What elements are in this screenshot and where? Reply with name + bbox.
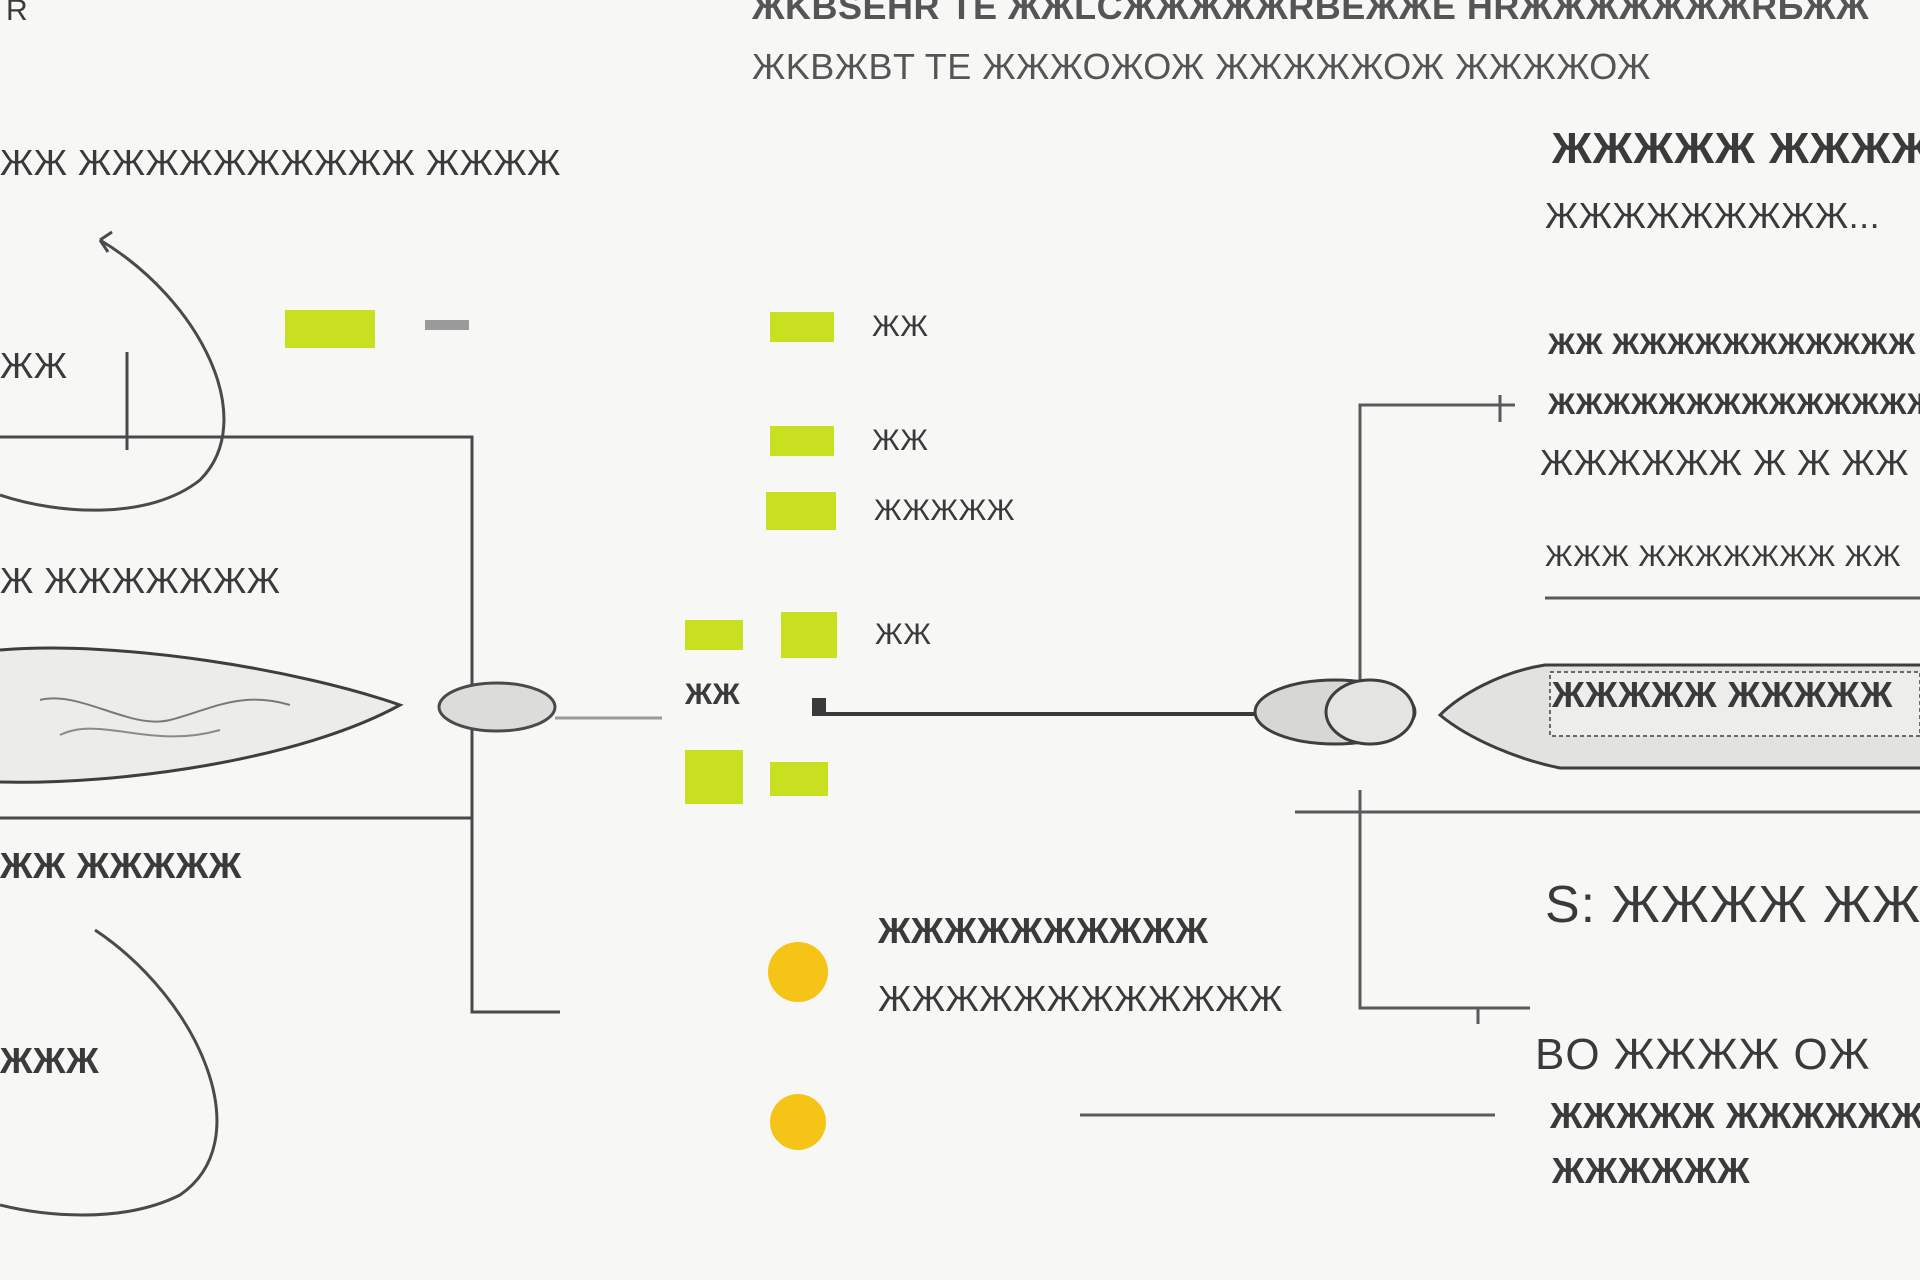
loop-top-arrow	[98, 230, 113, 253]
legend-label: ЖЖЖЖЖ	[874, 494, 1016, 527]
dot-subtitle: ЖЖЖЖЖЖЖЖЖЖЖЖ	[878, 978, 1283, 1019]
legend-item	[285, 310, 375, 348]
right-tag-label: ЖЖЖЖЖ ЖЖЖЖЖ	[1552, 674, 1893, 715]
dot-title: ЖЖЖЖЖЖЖЖЖЖ	[878, 910, 1209, 951]
legend-swatch	[770, 312, 834, 342]
right-branch-upper	[1358, 403, 1515, 690]
legend-item: ЖЖ	[685, 612, 931, 658]
dot-marker-small	[770, 1094, 826, 1150]
right-subtitle: ЖЖЖЖЖЖЖЖЖ...	[1545, 195, 1881, 236]
legend-item: ЖЖ	[770, 424, 928, 458]
right-bottom-title: BO ЖЖЖЖ OЖ	[1535, 1030, 1871, 1079]
legend-swatch	[685, 620, 743, 650]
right-bottom-line-2: ЖЖЖЖЖЖ	[1552, 1150, 1751, 1191]
loop-top-curve	[0, 238, 226, 512]
right-node-ellipse	[1253, 678, 1417, 746]
legend-swatch	[766, 492, 836, 530]
right-big-label: S: ЖЖЖЖ ЖЖ	[1545, 876, 1920, 934]
corner-label: R	[6, 0, 29, 27]
right-bottom-line-1: ЖЖЖЖЖ ЖЖЖЖЖЖЖ	[1550, 1095, 1920, 1136]
right-tag-inner	[1549, 671, 1920, 737]
legend-swatch	[770, 426, 834, 456]
left-lens-shape	[0, 646, 404, 784]
left-bottom-label: ЖЖ ЖЖЖЖЖ	[0, 845, 242, 886]
right-line-d: ЖЖЖ ЖЖЖЖЖЖЖ ЖЖ	[1545, 540, 1902, 573]
legend-label: ЖЖ	[872, 310, 929, 343]
center-label: ЖЖ	[685, 678, 741, 711]
legend-item: ЖЖ	[770, 310, 928, 344]
header-line-1: ЖKBSEHR TE ЖЖLCЖЖЖЖЖRBEЖЖE HRЖЖЖЖЖЖЖRБЖЖ	[752, 0, 1870, 27]
legend-marker-a	[685, 750, 743, 804]
left-top-label: ЖЖ ЖЖЖЖЖЖЖЖЖЖ ЖЖЖЖ	[0, 142, 561, 183]
right-line-c: ЖЖЖЖЖЖ Ж Ж ЖЖ	[1540, 442, 1909, 483]
legend-marker-b	[770, 762, 828, 796]
header-line-2: ЖKBЖBT TE ЖЖЖОЖОЖ ЖЖЖЖЖОЖ ЖЖЖЖОЖ	[752, 46, 1651, 87]
loop-bottom-label: ЖЖЖ	[0, 1040, 100, 1081]
legend-swatch	[285, 310, 375, 348]
legend-label: ЖЖ	[872, 424, 929, 457]
center-connector-cap	[812, 698, 826, 716]
dot-marker-large	[768, 942, 828, 1002]
right-branch-lower	[1358, 790, 1530, 1010]
loop-top-label: ЖЖ	[0, 345, 68, 386]
legend-item: ЖЖЖЖЖ	[766, 492, 1015, 530]
left-node-ellipse	[437, 681, 557, 733]
legend-pointer	[425, 320, 469, 330]
legend-swatch	[781, 612, 837, 658]
loop-bottom-curve	[0, 928, 219, 1217]
left-mid-label: Ж ЖЖЖЖЖЖЖ	[0, 560, 281, 601]
right-line-a: ЖЖ ЖЖЖЖЖЖЖЖЖЖЖ	[1548, 328, 1916, 361]
right-title: ЖЖЖЖЖ ЖЖЖЖ	[1552, 124, 1920, 173]
legend-label: ЖЖ	[875, 618, 932, 651]
